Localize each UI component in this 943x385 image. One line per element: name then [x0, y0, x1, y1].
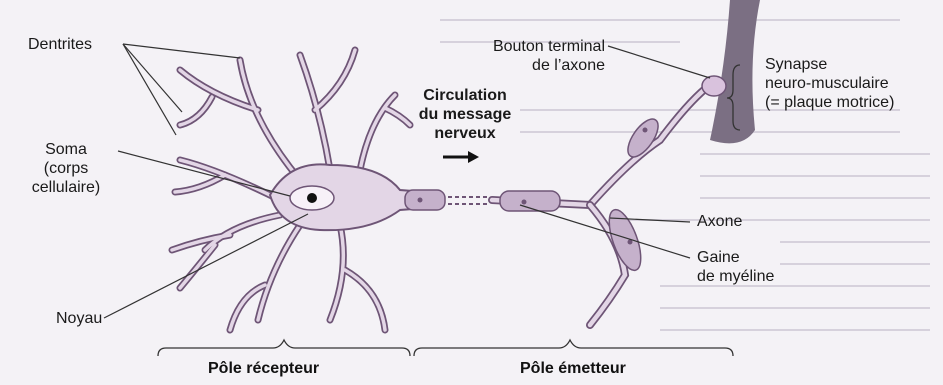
- schwann-nucleus: [643, 128, 648, 133]
- label-circulation-line2: du message: [395, 105, 535, 124]
- schwann-nucleus: [522, 200, 527, 205]
- label-synapse-line2: neuro-musculaire: [765, 74, 894, 93]
- axon-terminal: [702, 76, 726, 96]
- label-dentrites: Dentrites: [28, 35, 92, 54]
- label-soma: Soma (corps cellulaire): [16, 140, 116, 197]
- label-circulation: Circulation du message nerveux: [395, 86, 535, 143]
- label-axone: Axone: [697, 212, 742, 231]
- label-circulation-line1: Circulation: [395, 86, 535, 105]
- label-noyau: Noyau: [56, 309, 102, 328]
- label-pole-recepteur: Pôle récepteur: [208, 360, 319, 378]
- label-soma-line3: cellulaire): [16, 178, 116, 197]
- schwann-nucleus: [418, 198, 423, 203]
- label-soma-line1: Soma: [16, 140, 116, 159]
- label-synapse-line3: (= plaque motrice): [765, 93, 894, 112]
- label-circulation-line3: nerveux: [395, 124, 535, 143]
- label-bouton-line1: Bouton terminal: [425, 37, 605, 56]
- label-synapse: Synapse neuro-musculaire (= plaque motri…: [765, 55, 894, 112]
- label-bouton-line2: de l’axone: [425, 56, 605, 75]
- label-gaine-myeline: Gaine de myéline: [697, 248, 774, 286]
- label-soma-line2: (corps: [16, 159, 116, 178]
- label-gaine-line2: de myéline: [697, 267, 774, 286]
- label-gaine-line1: Gaine: [697, 248, 774, 267]
- label-bouton-terminal: Bouton terminal de l’axone: [425, 37, 605, 75]
- label-synapse-line1: Synapse: [765, 55, 894, 74]
- label-pole-emetteur: Pôle émetteur: [520, 360, 626, 378]
- myelin-sheath-initial: [405, 190, 445, 210]
- nucleus: [307, 193, 317, 203]
